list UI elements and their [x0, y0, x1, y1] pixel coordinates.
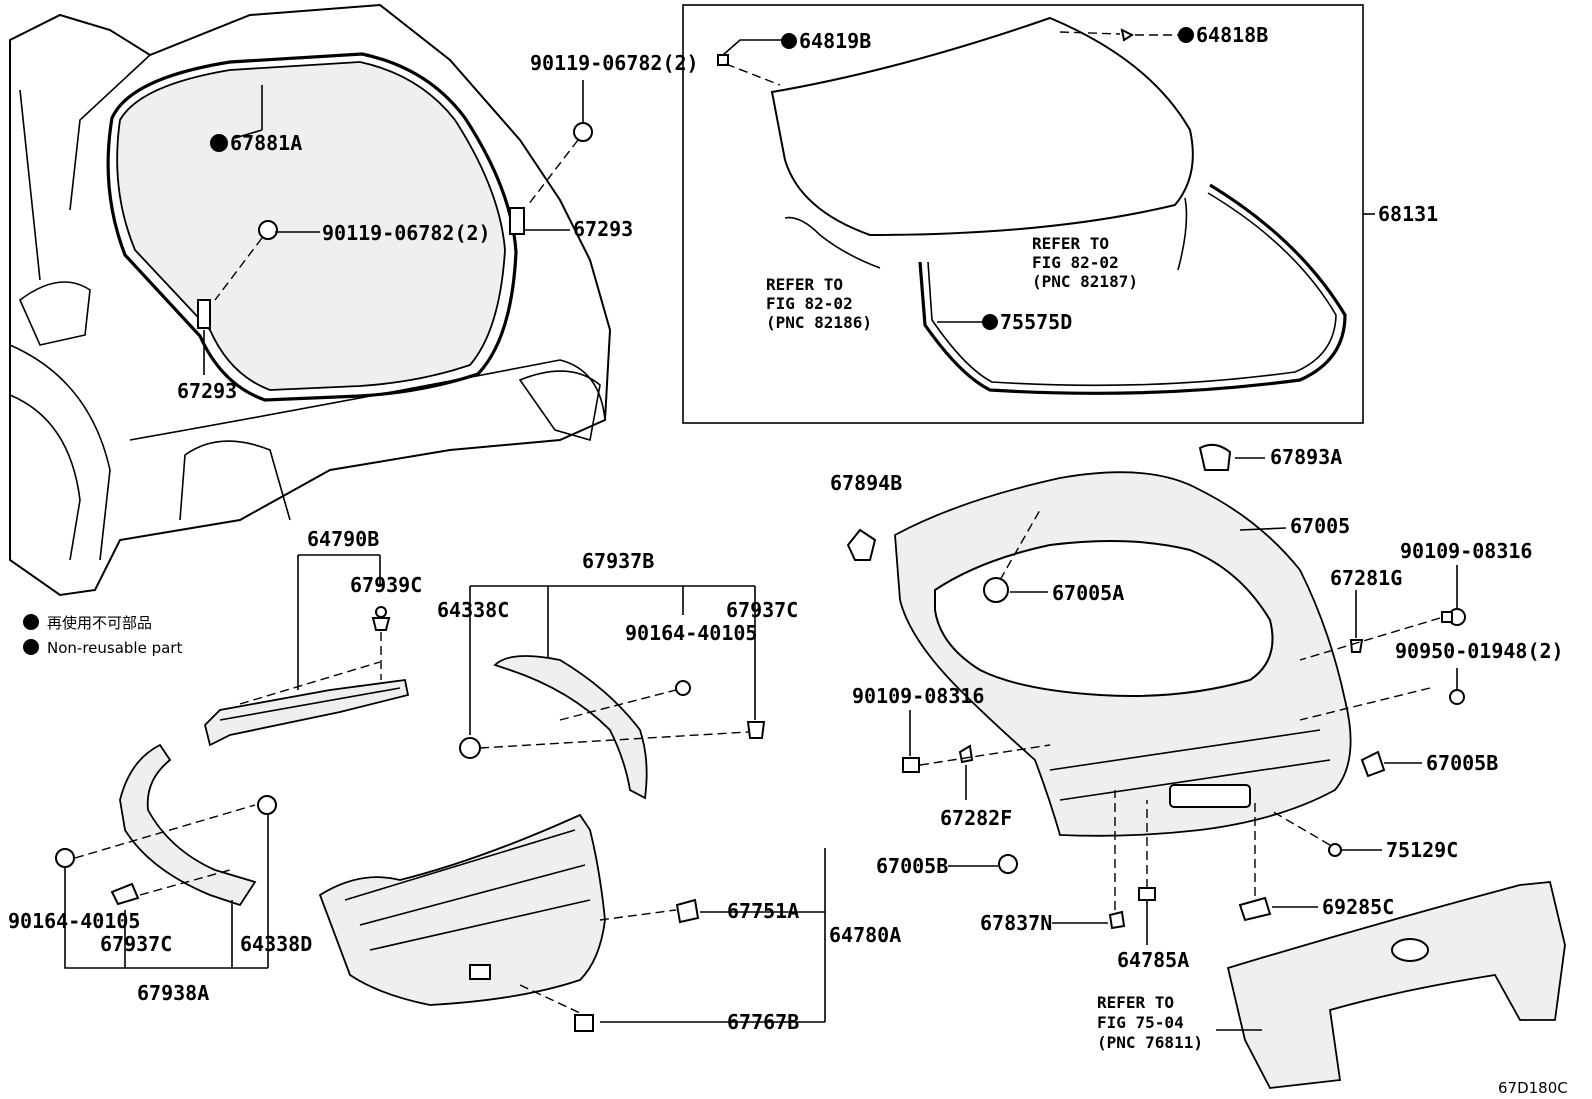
legend: 再使用不可部品 Non-reusable part: [23, 614, 182, 657]
refer-right-line1: REFER TO: [1032, 234, 1109, 253]
non-reusable-marker: [781, 33, 797, 49]
label-64338D: 64338D: [240, 932, 312, 956]
label-67767B: 67767B: [727, 1010, 799, 1034]
label-64785A: 64785A: [1117, 948, 1189, 972]
refer-bottom-line2: FIG 75-04: [1097, 1013, 1184, 1032]
label-75575D: 75575D: [1000, 310, 1072, 334]
refer-left-line2: FIG 82-02: [766, 294, 853, 313]
legend-dot-en: [23, 639, 39, 655]
refer-left-line3: (PNC 82186): [766, 313, 872, 332]
group-64780A: [318, 813, 826, 1032]
label-90109-08316-left: 90109-08316: [852, 684, 984, 708]
group-67005: [846, 443, 1352, 837]
label-75129C: 75129C: [1386, 838, 1458, 862]
refer-bottom-line3: (PNC 76811): [1097, 1033, 1203, 1052]
refer-right-line2: FIG 82-02: [1032, 253, 1119, 272]
label-90119-06782-top: 90119-06782(2): [530, 51, 699, 75]
label-67937B: 67937B: [582, 549, 654, 573]
label-67894B: 67894B: [830, 471, 902, 495]
label-67005: 67005: [1290, 514, 1350, 538]
label-67939C: 67939C: [350, 573, 422, 597]
label-90164-40105-upper: 90164-40105: [625, 621, 757, 645]
legend-japanese: 再使用不可部品: [47, 614, 152, 632]
back-door-garnish: [1216, 881, 1566, 1089]
label-67282F: 67282F: [940, 806, 1012, 830]
label-67281G: 67281G: [1330, 566, 1402, 590]
label-67005B-left: 67005B: [876, 854, 948, 878]
label-67893A: 67893A: [1270, 445, 1342, 469]
door-leaders: [1010, 457, 1287, 593]
label-68131: 68131: [1378, 202, 1438, 226]
group-64790B: [204, 554, 410, 747]
non-reusable-marker: [210, 134, 228, 152]
label-90950-01948: 90950-01948(2): [1395, 639, 1564, 663]
label-90109-08316-right: 90109-08316: [1400, 539, 1532, 563]
label-64819B: 64819B: [799, 29, 871, 53]
group-67937B: [459, 585, 766, 800]
back-door-glass-box: [682, 4, 1375, 424]
figure-code: 67D180C: [1498, 1079, 1568, 1097]
non-reusable-marker: [1178, 27, 1194, 43]
label-67937C-lower: 67937C: [100, 932, 172, 956]
label-69285C: 69285C: [1322, 895, 1394, 919]
label-67751A: 67751A: [727, 899, 799, 923]
label-64780A: 64780A: [829, 923, 901, 947]
label-67005A: 67005A: [1052, 581, 1124, 605]
label-90164-40105-lower: 90164-40105: [8, 909, 140, 933]
label-67881A: 67881A: [230, 131, 302, 155]
legend-dot-ja: [23, 614, 39, 630]
label-67938A: 67938A: [137, 981, 209, 1005]
door-fasteners: [902, 565, 1466, 945]
label-67293-right: 67293: [573, 217, 633, 241]
refer-left-line1: REFER TO: [766, 275, 843, 294]
vehicle-body-illustration: [9, 3, 612, 597]
legend-english: Non-reusable part: [47, 639, 182, 657]
group-67938A: [55, 743, 277, 969]
label-67293-left: 67293: [177, 379, 237, 403]
label-64790B: 64790B: [307, 527, 379, 551]
label-67005B-right: 67005B: [1426, 751, 1498, 775]
label-67837N: 67837N: [980, 911, 1052, 935]
refer-right-line3: (PNC 82187): [1032, 272, 1138, 291]
label-64338C: 64338C: [437, 598, 509, 622]
label-67937C-upper: 67937C: [726, 598, 798, 622]
non-reusable-marker: [982, 314, 998, 330]
label-64818B: 64818B: [1196, 23, 1268, 47]
body-leaders: [203, 80, 584, 375]
refer-bottom-line1: REFER TO: [1097, 993, 1174, 1012]
label-90119-06782-body: 90119-06782(2): [322, 221, 491, 245]
